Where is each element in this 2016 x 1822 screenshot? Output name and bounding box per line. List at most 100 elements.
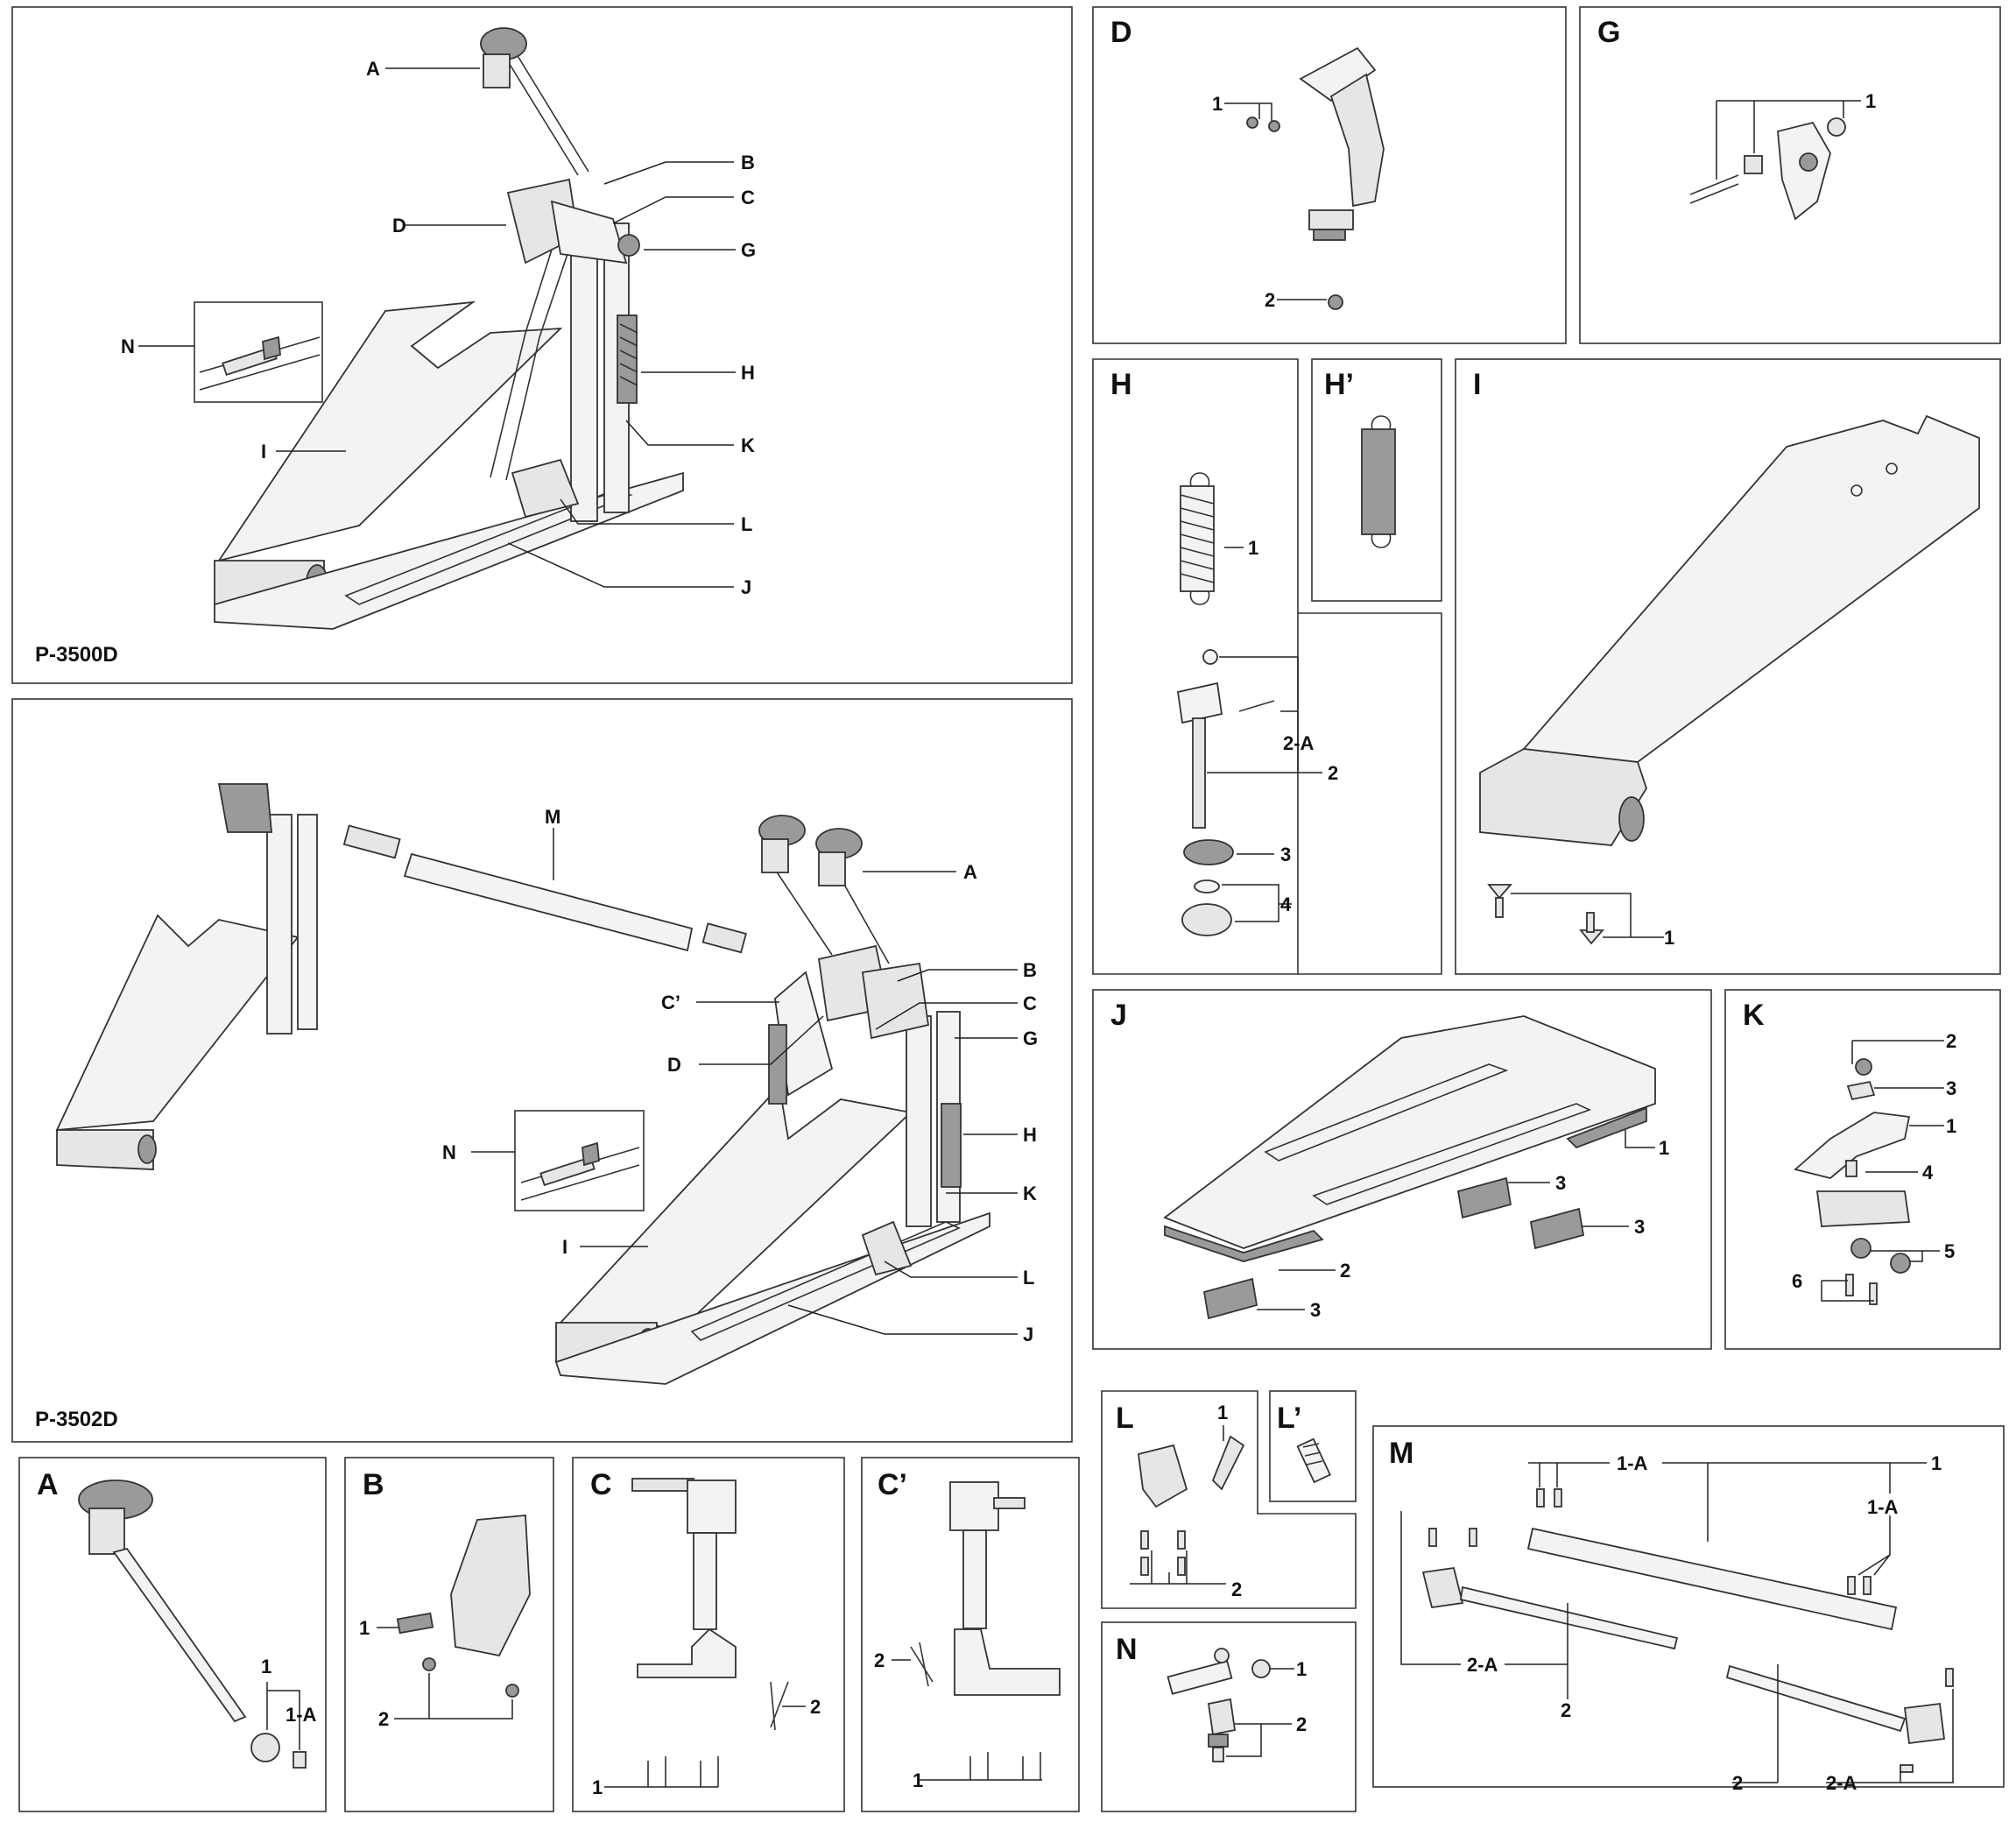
panel-c: C 2 1: [572, 1457, 845, 1812]
label-cprime-1: 1: [913, 1769, 923, 1791]
panel-j: J 1 3 3 2 3: [1092, 989, 1712, 1350]
label-k-6: 6: [1792, 1270, 1802, 1292]
callout-n-2: N: [442, 1141, 456, 1163]
callout-a-2: A: [963, 861, 977, 883]
callout-c-prime: C’: [661, 992, 680, 1013]
label-g-1: 1: [1865, 90, 1876, 112]
panel-title-j: J: [1110, 999, 1127, 1032]
panel-h-wrap: [1298, 612, 1442, 975]
label-j-3a: 3: [1555, 1172, 1566, 1194]
callout-b: B: [741, 152, 755, 173]
label-h-2a: 2-A: [1283, 732, 1315, 754]
panel-p3500d: A B C D G H K L I J N P-3500D: [11, 6, 1073, 684]
callout-d: D: [392, 215, 406, 237]
panel-c-prime: C’ 2 1: [861, 1457, 1080, 1812]
callout-j-2: J: [1023, 1324, 1033, 1345]
label-a-1: 1: [261, 1656, 271, 1677]
panel-m: M 1-A 1 1-A 2-A 2 2 2-A: [1372, 1425, 2005, 1794]
callout-g-2: G: [1023, 1028, 1038, 1049]
label-k-2: 2: [1946, 1030, 1956, 1052]
callout-j: J: [741, 576, 751, 598]
panel-title-d: D: [1110, 16, 1132, 49]
footboard: [216, 300, 563, 562]
panel-l-prime: L’: [1269, 1390, 1357, 1502]
panel-title-c-prime: C’: [878, 1468, 907, 1501]
label-k-3: 3: [1946, 1077, 1956, 1099]
callout-h: H: [741, 362, 755, 384]
panel-title-b: B: [363, 1468, 384, 1501]
label-h-3: 3: [1280, 844, 1291, 865]
callout-c: C: [741, 187, 755, 208]
panel-g: G 1: [1579, 6, 2001, 344]
panel-a: A 1 1-A: [18, 1457, 327, 1812]
label-h-2: 2: [1328, 762, 1338, 784]
panel-title-i: I: [1473, 368, 1481, 401]
panel-n: N 1 2: [1101, 1621, 1357, 1812]
model-name-p3500d: P-3500D: [35, 643, 118, 667]
callout-a: A: [366, 58, 380, 80]
callout-i: I: [261, 441, 266, 463]
label-m-2a-bottom: 2-A: [1826, 1772, 1857, 1794]
label-d-1: 1: [1212, 93, 1223, 115]
panel-d: D 1 2: [1092, 6, 1567, 344]
callout-g: G: [741, 239, 756, 261]
callout-k-2: K: [1023, 1183, 1037, 1204]
label-a-1a: 1-A: [285, 1704, 317, 1726]
callout-k: K: [741, 434, 755, 456]
panel-p3502d: M A B C’ C G D H N K I L J P-3502D: [11, 698, 1073, 1443]
callout-d-2: D: [667, 1054, 681, 1076]
callout-c-2: C: [1023, 992, 1037, 1014]
panel-title-c: C: [590, 1468, 612, 1501]
panel-k: K 2 3 1 4 5 6: [1724, 989, 2001, 1350]
label-c-2: 2: [810, 1696, 821, 1718]
label-j-1: 1: [1659, 1137, 1669, 1159]
callout-l-2: L: [1023, 1267, 1034, 1289]
label-b-2: 2: [378, 1708, 389, 1730]
panel-l: L 1 2: [1101, 1390, 1357, 1609]
label-j-2: 2: [1340, 1260, 1350, 1282]
label-k-1: 1: [1946, 1115, 1956, 1137]
label-h-1: 1: [1248, 537, 1258, 559]
label-m-2-left: 2: [1561, 1699, 1571, 1721]
label-l-1: 1: [1217, 1402, 1228, 1423]
panel-title-m: M: [1389, 1437, 1413, 1470]
panel-title-h-prime: H’: [1324, 368, 1354, 401]
panel-b: B 1 2: [344, 1457, 554, 1812]
label-k-5: 5: [1944, 1240, 1955, 1262]
panel-title-h: H: [1110, 368, 1132, 401]
panel-title-g: G: [1597, 16, 1620, 49]
panel-title-a: A: [37, 1468, 59, 1501]
panel-i: I 1: [1455, 358, 2001, 975]
callout-b-2: B: [1023, 959, 1037, 981]
label-h-4: 4: [1280, 893, 1292, 915]
label-j-3c: 3: [1310, 1299, 1321, 1321]
panel-title-l: L: [1116, 1402, 1134, 1435]
panel-title-k: K: [1743, 999, 1765, 1032]
label-k-4: 4: [1922, 1162, 1934, 1183]
label-c-1: 1: [592, 1776, 603, 1798]
callout-i-2: I: [562, 1236, 567, 1258]
panel-title-l-prime: L’: [1277, 1402, 1301, 1435]
label-cprime-2: 2: [874, 1649, 885, 1671]
label-m-1a-top: 1-A: [1617, 1452, 1648, 1474]
callout-l: L: [741, 513, 752, 535]
label-n-2: 2: [1296, 1713, 1307, 1735]
callout-h-2: H: [1023, 1124, 1037, 1146]
drive-shaft: [403, 852, 694, 952]
label-j-3b: 3: [1634, 1216, 1645, 1238]
panel-h-prime: H’: [1311, 358, 1442, 602]
label-b-1: 1: [359, 1617, 370, 1639]
panel-h: H 1 2-A 2 3 4: [1092, 358, 1338, 975]
label-m-1a-right: 1-A: [1867, 1496, 1899, 1518]
callout-m: M: [545, 806, 560, 828]
callout-n: N: [121, 335, 135, 357]
label-m-2-bottom: 2: [1732, 1772, 1743, 1794]
model-name-p3502d: P-3502D: [35, 1408, 118, 1431]
label-l-2: 2: [1231, 1578, 1242, 1600]
label-d-2: 2: [1265, 289, 1275, 311]
label-m-1: 1: [1931, 1452, 1942, 1474]
panel-title-n: N: [1116, 1633, 1138, 1666]
label-i-1: 1: [1664, 927, 1674, 949]
label-m-2a-left: 2-A: [1467, 1654, 1498, 1676]
